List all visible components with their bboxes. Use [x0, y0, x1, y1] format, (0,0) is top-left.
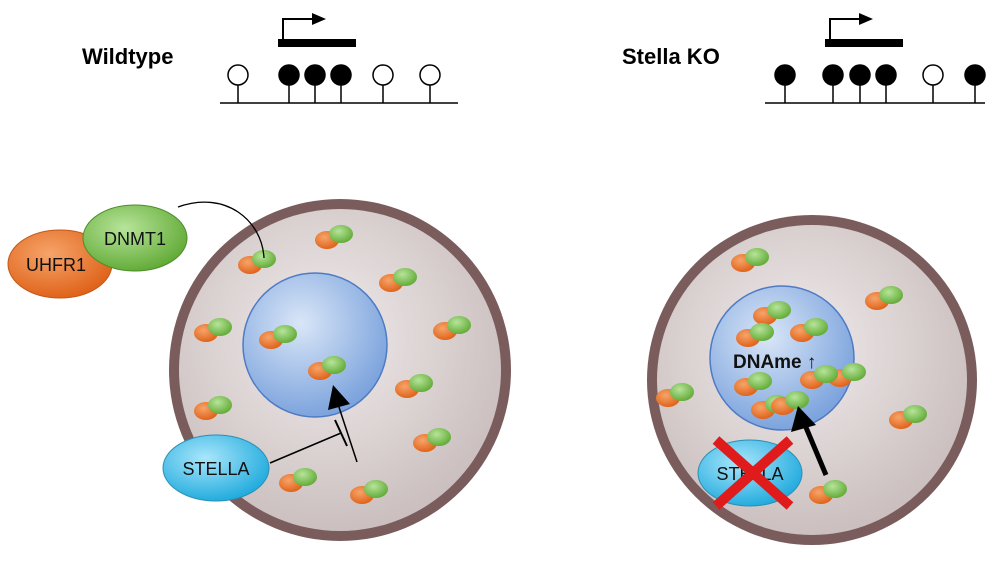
uhrf1-dnmt1-complex: [731, 248, 769, 272]
inhibition-bar: [334, 419, 348, 447]
knockout-cross-icon: [712, 436, 794, 510]
stella-protein: [162, 434, 270, 502]
uhrf1-dnmt1-legend: UHFR1 DNMT1: [7, 201, 265, 299]
tss-arrow-stem: [282, 18, 315, 39]
uhrf1-dnmt1-complex: [194, 318, 232, 342]
stella-inhibition-line: [269, 432, 342, 464]
uhrf1-dnmt1-complexes: [656, 248, 927, 504]
uhrf1-dnmt1-complex: [790, 318, 828, 342]
unmethylated-cpg-site: [922, 64, 944, 103]
uhrf1-dnmt1-complex: [809, 480, 847, 504]
gene-body-bar: [278, 39, 356, 47]
stella-label: STELLA: [182, 459, 249, 479]
uhrf1-dnmt1-complex: [771, 391, 809, 415]
nucleus: [242, 272, 388, 418]
gene-body-bar: [825, 39, 903, 47]
uhrf1-dnmt1-complex: [259, 325, 297, 349]
methylated-cpg-site: [304, 64, 326, 103]
methylated-cpg-site: [875, 64, 897, 103]
methylated-cpg-site: [774, 64, 796, 103]
uhrf1-dnmt1-complex: [800, 365, 838, 389]
methylated-cpg-site: [330, 64, 352, 103]
uhrf1-dnmt1-complex: [413, 428, 451, 452]
uhrf1-dnmt1-complex: [379, 268, 417, 292]
uhrf1-dnmt1-complex: [308, 356, 346, 380]
uhrf1-dnmt1-complex: [889, 405, 927, 429]
tss-arrow-stem: [829, 18, 862, 39]
tss-arrow-head-icon: [312, 13, 326, 25]
stella-ko-promoter: [765, 13, 986, 104]
uhrf1-dnmt1-complex: [350, 480, 388, 504]
unmethylated-cpg-site: [227, 64, 249, 103]
uhrf1-dnmt1-complex: [315, 225, 353, 249]
cpg-sites: [774, 64, 986, 103]
unmethylated-cpg-site: [419, 64, 441, 103]
recruitment-curve: [177, 201, 265, 259]
methylated-cpg-site: [278, 64, 300, 103]
unmethylated-cpg-site: [372, 64, 394, 103]
tss-arrow-head-icon: [859, 13, 873, 25]
wildtype-title: Wildtype: [82, 44, 173, 69]
uhrf1-dnmt1-complex: [736, 323, 774, 347]
uhrf1-dnmt1-complex: [433, 316, 471, 340]
uhrf1-dnmt1-complex: [656, 383, 694, 407]
wildtype-promoter: [220, 13, 458, 104]
nuclear-import-arrow-head-icon: [328, 385, 350, 410]
stella-ko-cell: DNAme ↑ STELLA: [647, 215, 977, 545]
uhrf1-label: UHFR1: [26, 255, 86, 275]
uhrf1-dnmt1-complex: [395, 374, 433, 398]
uhrf1-dnmt1-complex: [279, 468, 317, 492]
dnmt1-label: DNMT1: [104, 229, 166, 249]
uhrf1-dnmt1-complex: [238, 250, 276, 274]
methylated-cpg-site: [849, 64, 871, 103]
methylated-cpg-site: [822, 64, 844, 103]
uhrf1-dnmt1-complex: [865, 286, 903, 310]
cpg-sites: [227, 64, 441, 103]
methylated-cpg-site: [964, 64, 986, 103]
wildtype-cell: STELLA: [162, 199, 511, 541]
dnmt1-protein: [82, 204, 188, 272]
stella-ko-title: Stella KO: [622, 44, 720, 69]
dna-methylation-increase-label: DNAme ↑: [733, 352, 816, 373]
uhrf1-dnmt1-complex: [194, 396, 232, 420]
uhrf1-dnmt1-complex: [734, 372, 772, 396]
nuclear-import-arrow: [802, 424, 829, 476]
uhrf1-dnmt1-complex: [753, 301, 791, 325]
nuclear-import-arrow-head-icon: [791, 406, 816, 432]
uhrf1-dnmt1-complexes: [194, 225, 471, 504]
